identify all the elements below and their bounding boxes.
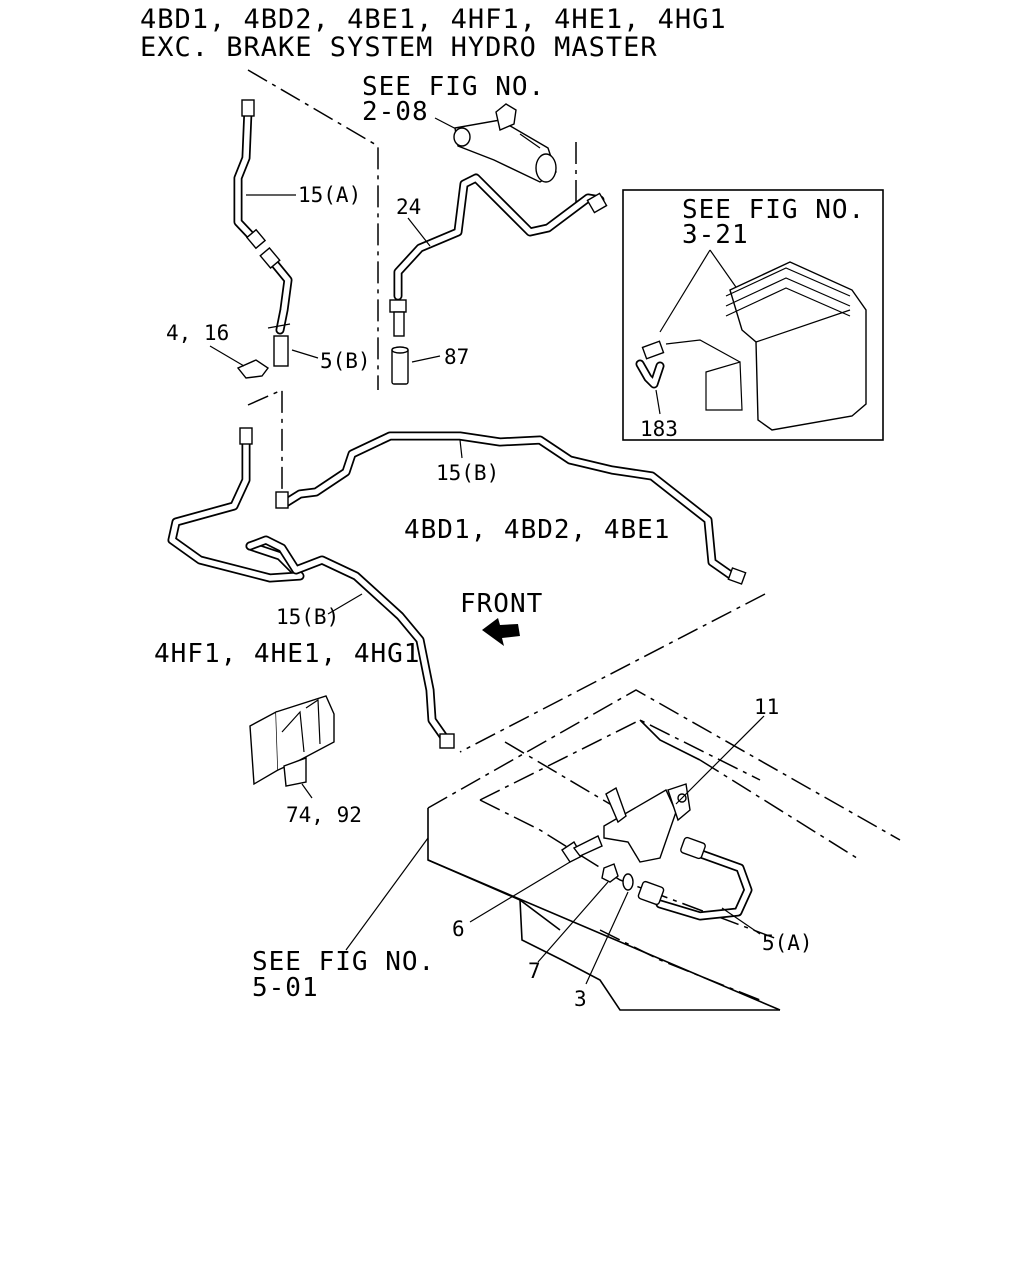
ref-fig-5-01-label: SEE FIG NO.	[252, 947, 435, 977]
hose-5a	[637, 836, 753, 921]
header-exclusion-note: EXC. BRAKE SYSTEM HYDRO MASTER	[140, 32, 658, 63]
hose-5b	[259, 247, 293, 367]
callout-15a: 15(A)	[298, 183, 361, 207]
callout-5b: 5(B)	[320, 349, 371, 373]
ref-fig-5-01-number: 5-01	[252, 973, 319, 1003]
pipe-15a	[233, 99, 267, 250]
ref-fig-5-01-leader	[345, 837, 429, 951]
ref-fig-3-21-leader-a	[659, 249, 711, 333]
pipe-24	[389, 173, 608, 337]
ref-fig-3-21-leader-b	[709, 249, 739, 291]
callout-183-leader	[655, 389, 661, 415]
callout-11: 11	[754, 695, 779, 719]
bracket-11	[603, 783, 691, 863]
callout-15b-top: 15(B)	[436, 461, 499, 485]
connection-line-frame-mount	[504, 741, 621, 811]
washer-3	[622, 873, 634, 891]
callout-15b-bottom-leader	[327, 593, 363, 615]
bolt-6	[561, 835, 603, 863]
callout-6-leader	[469, 861, 571, 923]
callout-74-92: 74, 92	[286, 803, 362, 827]
callout-4-16: 4, 16	[166, 321, 229, 345]
callout-5b-leader	[291, 349, 319, 359]
callout-7: 7	[528, 959, 541, 983]
callout-15b-top-leader	[459, 439, 463, 459]
ref-fig-3-21-number: 3-21	[682, 220, 749, 250]
ref-fig-3-21-label: SEE FIG NO.	[682, 195, 865, 225]
callout-5a-leader	[721, 907, 761, 935]
clip-4-16	[236, 359, 270, 379]
callout-24: 24	[396, 195, 421, 219]
variant-label-4bd: 4BD1, 4BD2, 4BE1	[404, 515, 670, 545]
callout-183: 183	[640, 417, 678, 441]
nut-7	[601, 863, 619, 883]
callout-7-leader	[537, 881, 609, 963]
pipe-15b-long	[275, 431, 747, 585]
callout-11-leader	[675, 715, 765, 805]
hose-183	[635, 340, 665, 389]
callout-87: 87	[444, 345, 469, 369]
variant-label-4hf: 4HF1, 4HE1, 4HG1	[154, 639, 420, 669]
header-engine-models: 4BD1, 4BD2, 4BE1, 4HF1, 4HE1, 4HG1	[140, 4, 727, 35]
ref-fig-2-08-label: SEE FIG NO.	[362, 72, 545, 102]
callout-5a: 5(A)	[762, 931, 813, 955]
callout-87-leader	[411, 355, 441, 363]
connection-line-frame-front	[459, 593, 766, 753]
clip-74-92	[249, 695, 335, 787]
fitting-87	[391, 346, 409, 385]
tank-drawing	[665, 261, 867, 431]
callout-3-leader	[585, 891, 629, 985]
callout-24-leader	[407, 217, 431, 247]
frame-drawing	[427, 689, 901, 1011]
pipe-15b-lower	[245, 535, 455, 749]
master-cylinder-drawing	[453, 103, 557, 183]
connection-line-top	[247, 69, 379, 390]
front-arrow-icon	[482, 618, 520, 646]
connection-line-bracket	[247, 388, 283, 492]
callout-15b-bottom: 15(B)	[276, 605, 339, 629]
callout-4-16-leader	[209, 345, 245, 367]
callout-74-92-leader	[301, 783, 313, 799]
ref-fig-2-08-number: 2-08	[362, 97, 429, 127]
callout-6: 6	[452, 917, 465, 941]
direction-front-label: FRONT	[460, 589, 543, 619]
callout-3: 3	[574, 987, 587, 1011]
ref-fig-3-21-box	[622, 189, 884, 441]
